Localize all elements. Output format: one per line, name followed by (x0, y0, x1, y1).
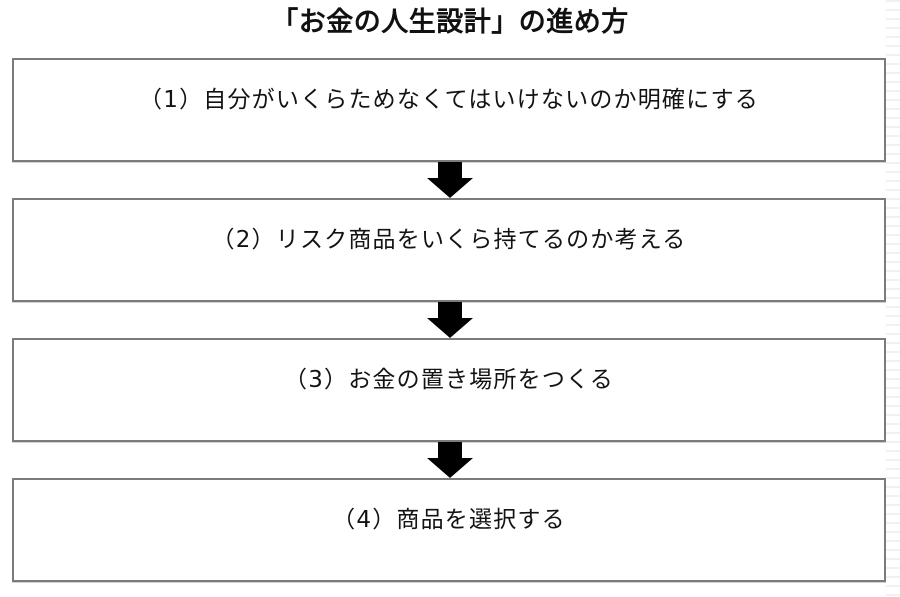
flow-step-4-label: （4）商品を選択する (332, 507, 566, 534)
flow-step-2: （2）リスク商品をいくら持てるのか考える (12, 198, 886, 302)
flow-step-3-label: （3）お金の置き場所をつくる (284, 367, 614, 394)
flow-step-4: （4）商品を選択する (12, 478, 886, 582)
flow-connector-1 (12, 162, 886, 198)
flow-connector-2 (12, 302, 886, 338)
arrow-down-icon (427, 302, 473, 338)
page-title: 「お金の人生設計」の進め方 (271, 7, 629, 38)
flow-step-1: （1）自分がいくらためなくてはいけないのか明確にする (12, 58, 886, 162)
page-edge-texture (886, 0, 900, 597)
arrow-down-icon (427, 442, 473, 478)
flow-step-2-label: （2）リスク商品をいくら持てるのか考える (211, 227, 687, 254)
flow-container: （1）自分がいくらためなくてはいけないのか明確にする （2）リスク商品をいくら持… (12, 58, 886, 582)
arrow-down-icon (427, 162, 473, 198)
flow-step-1-label: （1）自分がいくらためなくてはいけないのか明確にする (139, 87, 759, 114)
flow-connector-3 (12, 442, 886, 478)
flow-step-3: （3）お金の置き場所をつくる (12, 338, 886, 442)
